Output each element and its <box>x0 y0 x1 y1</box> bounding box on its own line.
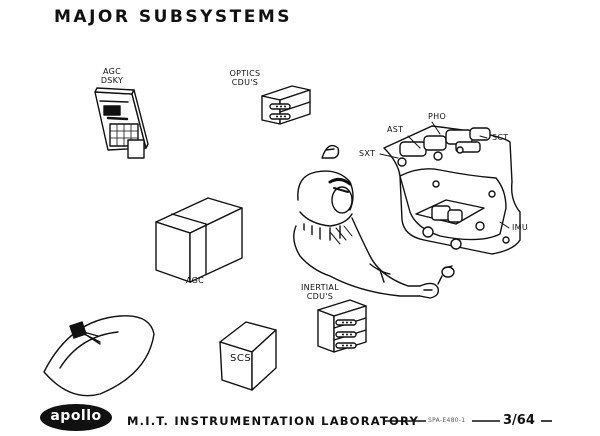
inertial-cdus-label: INERTIAL CDU'S <box>294 283 346 301</box>
apollo-logo-text: apollo <box>50 408 102 424</box>
agc-dsky-label-line2: DSKY <box>100 76 124 85</box>
inertial-cdus-label-line2: CDU'S <box>306 292 334 301</box>
scs-label: SCS <box>230 353 252 364</box>
optics-cdus-label: OPTICS CDU'S <box>222 69 268 87</box>
sxt-label: SXT <box>359 149 376 158</box>
agc-dsky-label: AGC DSKY <box>94 67 130 85</box>
agc-label: AGC <box>186 276 205 285</box>
optics-cdus-label-line2: CDU'S <box>231 78 259 87</box>
agc-dsky-label-line1: AGC <box>102 67 122 76</box>
agc-box <box>155 197 243 283</box>
figure-number: 3/64 <box>503 413 535 428</box>
inertial-cdus-label-line1: INERTIAL <box>301 283 339 292</box>
optics-cover <box>321 144 340 159</box>
pho-label: PHO <box>428 112 447 121</box>
laboratory-name: M.I.T. INSTRUMENTATION LABORATORY <box>127 414 419 428</box>
hand-control-knob <box>437 265 455 285</box>
scs-box <box>219 321 277 391</box>
diagram-title: MAJOR SUBSYSTEMS <box>54 7 293 27</box>
optics-cdus-label-line1: OPTICS <box>229 69 261 78</box>
drawing-reference: SPA-E480-1 <box>428 417 466 424</box>
sct-label: SCT <box>492 133 509 142</box>
optics-cdu-unit <box>261 85 311 125</box>
dsky-unit <box>94 87 149 159</box>
antenna-dish <box>43 315 155 397</box>
inertial-cdu-unit <box>317 299 367 353</box>
imu-label: IMU <box>512 223 529 232</box>
apollo-logo: apollo <box>40 404 112 431</box>
navigation-base-assembly <box>383 125 521 255</box>
label-leaders <box>379 121 510 229</box>
ast-label: AST <box>387 125 404 134</box>
astronaut-figure <box>293 170 440 299</box>
